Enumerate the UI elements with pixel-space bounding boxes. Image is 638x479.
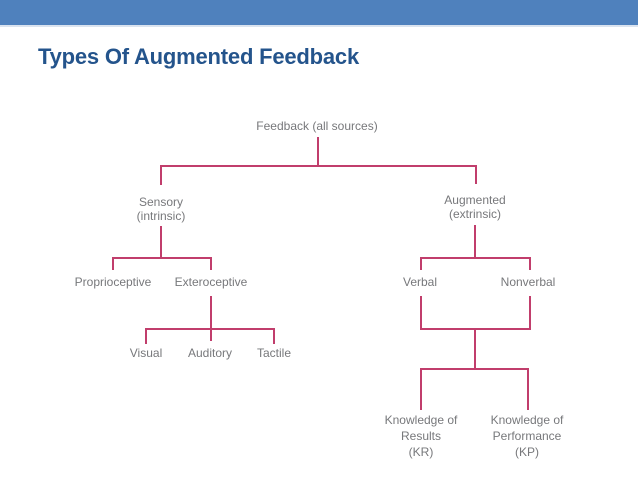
connector-exteroceptive-crossbar	[145, 328, 275, 330]
node-knowledge-of-results: Knowledge of Results (KR)	[384, 413, 458, 459]
node-proprioceptive: Proprioceptive	[74, 275, 152, 289]
node-feedback-all-sources: Feedback (all sources)	[256, 119, 378, 133]
connector-drop-nonverbal	[529, 257, 531, 270]
connector-drop-visual	[145, 328, 147, 344]
node-auditory: Auditory	[187, 346, 233, 360]
connector-merge-stem	[474, 328, 476, 370]
node-tactile: Tactile	[256, 346, 292, 360]
connector-root-stem	[317, 137, 319, 167]
connector-root-crossbar	[160, 165, 477, 167]
node-verbal: Verbal	[402, 275, 438, 289]
node-nonverbal: Nonverbal	[500, 275, 556, 289]
connector-sensory-crossbar	[112, 257, 212, 259]
connector-drop-kp	[527, 368, 529, 410]
node-exteroceptive: Exteroceptive	[174, 275, 248, 289]
connector-nonverbal-down	[529, 296, 531, 330]
connector-exteroceptive-stem	[210, 296, 212, 341]
connector-drop-exteroceptive	[210, 257, 212, 270]
connector-drop-verbal	[420, 257, 422, 270]
connector-drop-kr	[420, 368, 422, 410]
connector-verbal-down	[420, 296, 422, 330]
connector-drop-proprioceptive	[112, 257, 114, 270]
connector-sensory-stem	[160, 226, 162, 259]
page-title: Types Of Augmented Feedback	[38, 44, 360, 69]
node-augmented-extrinsic: Augmented (extrinsic)	[444, 193, 506, 221]
node-knowledge-of-performance: Knowledge of Performance (KP)	[490, 413, 564, 459]
connector-drop-augmented	[475, 165, 477, 184]
slide-top-accent-bar	[0, 0, 638, 27]
connector-augmented-stem	[474, 225, 476, 259]
connector-augmented-crossbar	[420, 257, 531, 259]
node-visual: Visual	[129, 346, 163, 360]
connector-drop-tactile	[273, 328, 275, 344]
connector-drop-sensory	[160, 165, 162, 185]
connector-kr-kp-crossbar	[420, 368, 529, 370]
node-sensory-intrinsic: Sensory (intrinsic)	[136, 195, 186, 223]
